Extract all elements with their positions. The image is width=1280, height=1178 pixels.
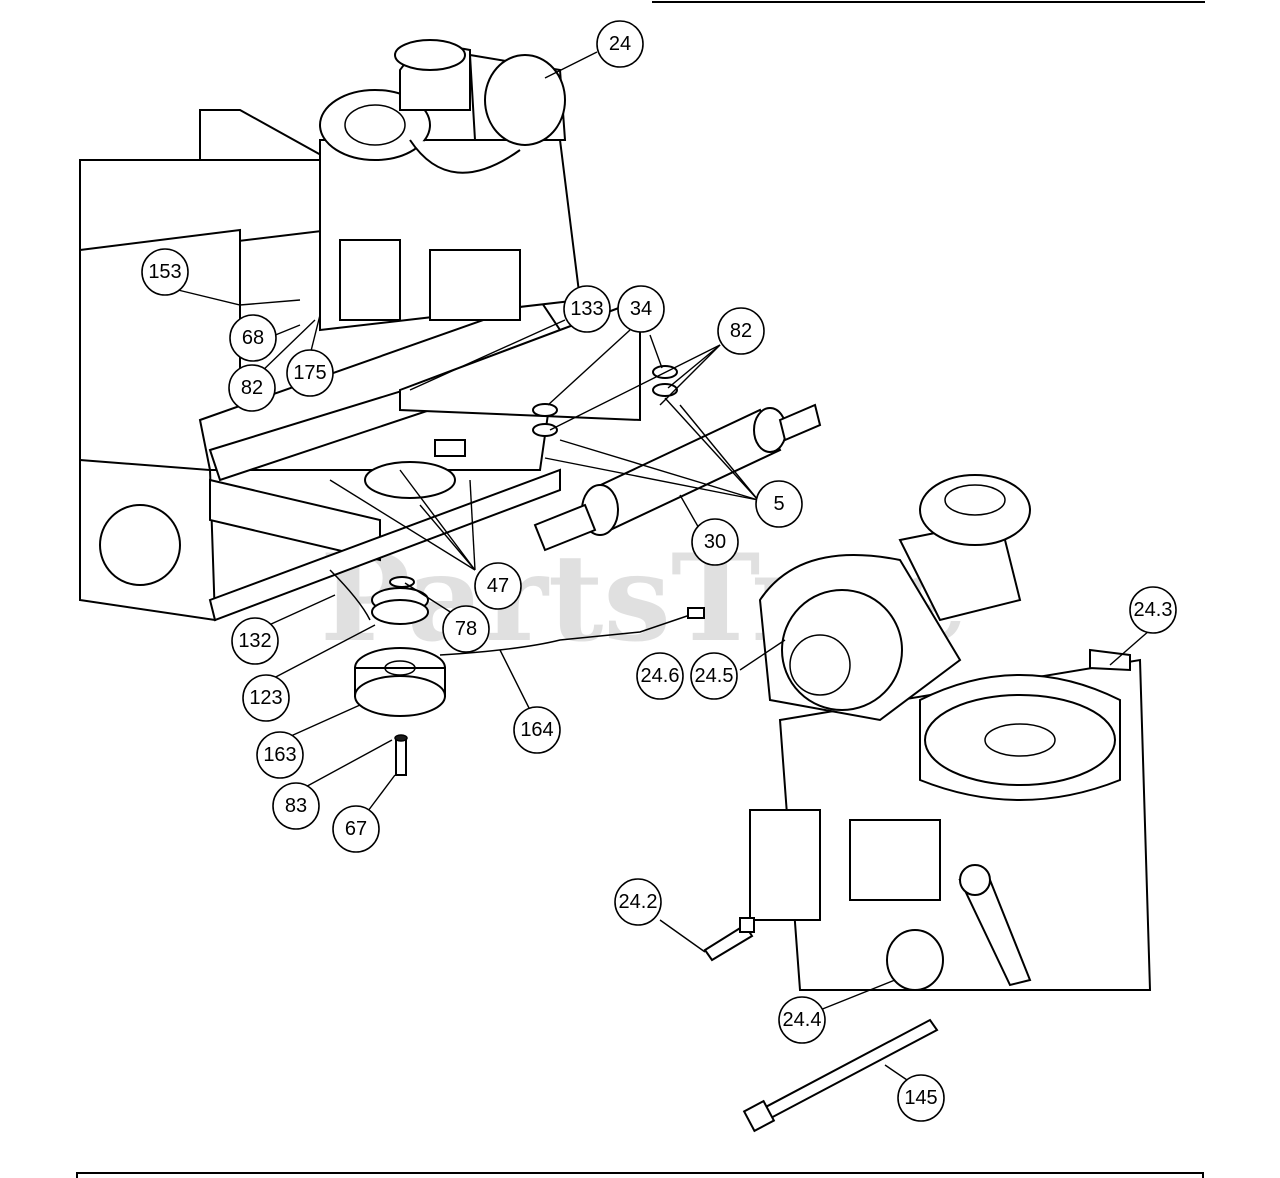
callout-82-upper: 82 [717,307,765,355]
svg-text:78: 78 [455,618,477,640]
callout-133: 133 [563,285,611,333]
callout-78: 78 [442,605,490,653]
svg-text:24.2: 24.2 [619,891,658,913]
callout-82-left: 82 [228,364,276,412]
callout-123: 123 [242,674,290,722]
callout-83: 83 [272,782,320,830]
svg-text:82: 82 [241,377,263,399]
svg-text:163: 163 [263,744,296,766]
spark-plug [703,917,755,962]
svg-text:153: 153 [148,261,181,283]
svg-text:24.3: 24.3 [1134,599,1173,621]
svg-text:67: 67 [345,818,367,840]
svg-text:175: 175 [293,362,326,384]
callout-5: 5 [755,480,803,528]
callout-24-2: 24.2 [614,878,662,926]
footer-box [76,1172,1204,1178]
svg-text:68: 68 [242,327,264,349]
callout-163: 163 [256,731,304,779]
svg-text:24.6: 24.6 [641,665,680,687]
svg-text:24.4: 24.4 [783,1009,822,1031]
callout-145: 145 [897,1074,945,1122]
callout-24-6: 24.6 [636,652,684,700]
mower-frame [79,109,641,622]
callout-24-5: 24.5 [690,652,738,700]
svg-text:47: 47 [487,575,509,597]
svg-text:30: 30 [704,531,726,553]
callout-153: 153 [141,248,189,296]
callout-34: 34 [617,285,665,333]
svg-text:82: 82 [730,320,752,342]
svg-text:132: 132 [238,630,271,652]
muffler [533,403,822,552]
callout-164: 164 [513,706,561,754]
svg-text:34: 34 [630,298,652,320]
callout-24-4: 24.4 [778,996,826,1044]
leader-lines [177,51,1151,1083]
svg-text:24.5: 24.5 [695,665,734,687]
svg-text:83: 83 [285,795,307,817]
callout-30: 30 [691,518,739,566]
svg-text:24: 24 [609,33,631,55]
callout-132: 132 [231,617,279,665]
svg-text:133: 133 [570,298,603,320]
svg-text:5: 5 [773,493,784,515]
callout-175: 175 [286,349,334,397]
svg-text:145: 145 [904,1087,937,1109]
engine-assembly [749,474,1152,991]
callout-24: 24 [596,20,644,68]
svg-text:123: 123 [249,687,282,709]
callout-67: 67 [332,805,380,853]
callout-24-3: 24.3 [1129,586,1177,634]
svg-text:164: 164 [520,719,553,741]
callout-68: 68 [229,314,277,362]
pto-clutch [329,569,705,776]
callout-47: 47 [474,562,522,610]
engine-assembly-mounted [319,39,582,332]
oil-drain-hose [742,1018,939,1133]
